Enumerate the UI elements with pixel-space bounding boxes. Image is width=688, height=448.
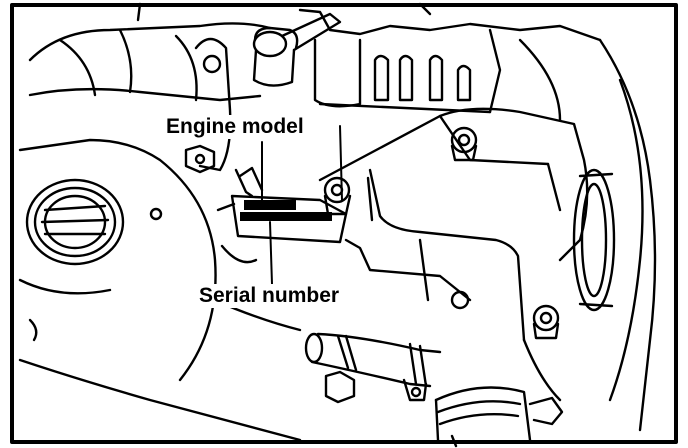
pulley-assembly bbox=[572, 168, 616, 312]
engine-mount-bracket bbox=[318, 107, 589, 402]
hose-clamp-nut bbox=[324, 370, 356, 404]
bottom-pipe bbox=[434, 386, 564, 448]
engine-model-label: Engine model bbox=[163, 115, 307, 139]
engine-model-plate bbox=[244, 200, 296, 210]
air-intake-duct bbox=[18, 138, 302, 442]
serial-number-label: Serial number bbox=[196, 284, 343, 308]
lower-hose bbox=[304, 332, 442, 404]
engine-block bbox=[28, 2, 657, 432]
engine-plate bbox=[216, 166, 348, 244]
diagram-border bbox=[10, 3, 678, 444]
serial-number-plate bbox=[240, 212, 332, 221]
left-bracket bbox=[184, 37, 232, 174]
top-hose-fitting bbox=[252, 12, 342, 87]
serial-number-leader bbox=[269, 221, 273, 285]
